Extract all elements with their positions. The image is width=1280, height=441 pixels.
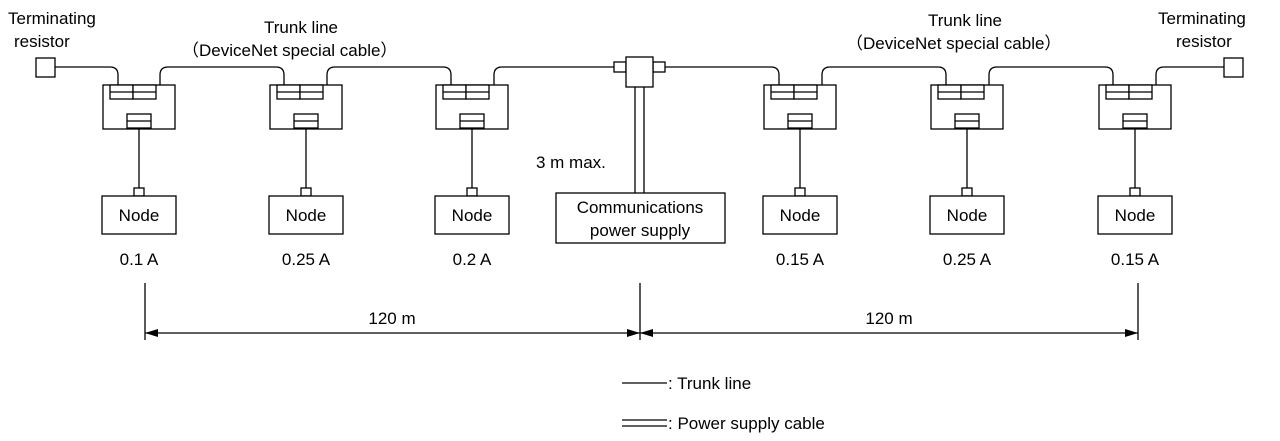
t-branch-taps xyxy=(102,84,1172,188)
t-branch-tap xyxy=(763,84,837,188)
power-supply-label-line2: power supply xyxy=(590,221,691,240)
node-label: Node xyxy=(947,206,988,225)
right-trunk-label-line2: （DeviceNet special cable） xyxy=(846,34,1061,53)
node-label: Node xyxy=(452,206,493,225)
node-label: Node xyxy=(286,206,327,225)
left-terminator-label-line2: resistor xyxy=(14,32,70,51)
node-current: 0.15 A xyxy=(776,250,825,269)
node-current: 0.1 A xyxy=(120,250,159,269)
node-current: 0.25 A xyxy=(282,250,331,269)
t-branch-tap xyxy=(930,84,1004,188)
node: Node 0.2 A xyxy=(434,187,510,269)
dimension-lines xyxy=(144,283,1139,340)
power-cable-length-label: 3 m max. xyxy=(536,153,606,172)
right-distance-label: 120 m xyxy=(865,309,912,328)
power-supply-cable xyxy=(634,87,645,193)
node-box xyxy=(434,195,510,235)
node-label: Node xyxy=(119,206,160,225)
node-box xyxy=(268,195,344,235)
left-trunk-label-line1: Trunk line xyxy=(264,18,338,37)
node-box xyxy=(1097,195,1173,235)
node: Node 0.25 A xyxy=(929,187,1005,269)
t-branch-tap xyxy=(1098,84,1172,188)
node-current: 0.15 A xyxy=(1111,250,1160,269)
left-terminating-resistor xyxy=(35,57,56,78)
node-box xyxy=(101,195,177,235)
left-trunk-label-line2: （DeviceNet special cable） xyxy=(182,41,397,60)
left-distance-label: 120 m xyxy=(368,309,415,328)
node: Node 0.15 A xyxy=(1097,187,1173,269)
t-branch-tap xyxy=(435,84,509,188)
right-trunk-label-line1: Trunk line xyxy=(928,11,1002,30)
power-supply-label-line1: Communications xyxy=(577,198,704,217)
legend xyxy=(622,382,667,427)
node: Node 0.1 A xyxy=(101,187,177,269)
communications-power-supply xyxy=(555,192,726,244)
node-box xyxy=(762,195,838,235)
legend-trunk-line-label: : Trunk line xyxy=(668,374,751,393)
right-terminating-resistor xyxy=(1223,57,1244,78)
right-terminator-label-line1: Terminating xyxy=(1158,9,1246,28)
node-current: 0.25 A xyxy=(943,250,992,269)
node-label: Node xyxy=(780,206,821,225)
trunk-line-wiring xyxy=(55,66,1224,85)
left-terminator-label-line1: Terminating xyxy=(8,9,96,28)
t-branch-tap xyxy=(269,84,343,188)
t-branch-tap xyxy=(102,84,176,188)
node: Node 0.25 A xyxy=(268,187,344,269)
node-current: 0.2 A xyxy=(453,250,492,269)
power-supply-tee-connector xyxy=(613,56,666,88)
right-terminator-label-line2: resistor xyxy=(1176,32,1232,51)
node-box xyxy=(929,195,1005,235)
node-label: Node xyxy=(1115,206,1156,225)
legend-power-cable-label: : Power supply cable xyxy=(668,414,825,433)
node: Node 0.15 A xyxy=(762,187,838,269)
